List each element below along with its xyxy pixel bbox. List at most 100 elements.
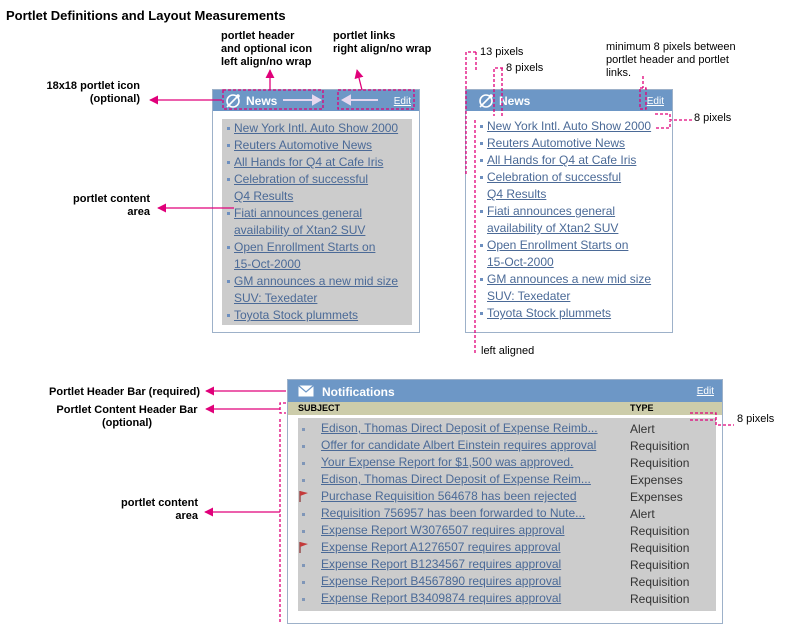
news-item-link[interactable]: All Hands for Q4 at Cafe Iris <box>234 155 384 169</box>
news-item-link[interactable]: Fiati announces general <box>487 204 616 218</box>
table-row: Expense Report B4567890 requires approva… <box>298 573 716 590</box>
news-item-link[interactable]: availability of Xtan2 SUV <box>487 221 619 235</box>
satellite-dish-icon <box>226 94 240 108</box>
notification-subject-link[interactable]: Purchase Requisition 564678 has been rej… <box>321 489 577 503</box>
annotation-13-pixels: 13 pixels <box>480 46 524 58</box>
bullet-icon <box>302 428 305 431</box>
news-edit-link[interactable]: Edit <box>646 96 664 107</box>
news-item[interactable]: All Hands for Q4 at Cafe Iris <box>226 154 398 171</box>
news-item-link[interactable]: Toyota Stock plummets <box>487 306 612 320</box>
notifications-edit-link[interactable]: Edit <box>696 386 714 397</box>
arrow-portlet-links <box>354 69 364 91</box>
news-item[interactable]: Open Enrollment Starts on <box>479 237 651 254</box>
notifications-title: Notifications <box>322 385 395 399</box>
news-item[interactable]: Celebration of successful <box>479 169 651 186</box>
notifications-portlet: Notifications Edit SUBJECT TYPE Edison, … <box>287 379 723 624</box>
column-header-subject[interactable]: SUBJECT <box>298 403 341 413</box>
annotation-portlet-header: portlet header and optional icon left al… <box>221 30 313 68</box>
bullet-icon <box>302 445 305 448</box>
news-portlet-title: News <box>246 94 278 108</box>
news-item-link[interactable]: Reuters Automotive News <box>487 136 626 150</box>
news-item[interactable]: availability of Xtan2 SUV <box>487 220 651 237</box>
annotation-8-pixels-indent: 8 pixels <box>506 62 544 74</box>
news-item-link[interactable]: GM announces a new mid size <box>487 272 652 286</box>
bullet-icon <box>302 564 305 567</box>
header-title-dashed-box <box>222 89 324 110</box>
news-item-link[interactable]: Celebration of successful <box>234 172 369 186</box>
notification-subject-link[interactable]: Edison, Thomas Direct Deposit of Expense… <box>321 472 591 486</box>
column-header-type[interactable]: TYPE <box>630 403 654 413</box>
notification-subject-link[interactable]: Edison, Thomas Direct Deposit of Expense… <box>321 421 598 435</box>
news-item[interactable]: SUV: Texedater <box>487 288 651 305</box>
notification-subject-link[interactable]: Expense Report W3076507 requires approva… <box>321 523 565 537</box>
news-item[interactable]: Fiati announces general <box>479 203 651 220</box>
notification-type: Alert <box>630 507 655 521</box>
notification-type: Expenses <box>630 473 683 487</box>
flag-icon <box>299 491 308 502</box>
notification-subject-link[interactable]: Offer for candidate Albert Einstein requ… <box>321 438 597 452</box>
news-edit-link[interactable]: Edit <box>393 96 411 107</box>
notification-type: Requisition <box>630 575 690 589</box>
news-item-link[interactable]: Fiati announces general <box>234 206 363 220</box>
news-item[interactable]: GM announces a new mid size <box>479 271 652 288</box>
news-item[interactable]: Open Enrollment Starts on <box>226 239 398 256</box>
news-item[interactable]: 15-Oct-2000 <box>487 254 651 271</box>
news-item-link[interactable]: New York Intl. Auto Show 2000 <box>487 119 652 133</box>
news-portlet-header: News Edit <box>466 90 672 111</box>
annotation-icon: 18x18 portlet icon (optional) <box>46 80 140 105</box>
news-item-link[interactable]: Reuters Automotive News <box>234 138 373 152</box>
news-item[interactable]: Toyota Stock plummets <box>226 307 398 324</box>
news-item-link[interactable]: Open Enrollment Starts on <box>487 238 629 252</box>
news-item-link[interactable]: SUV: Texedater <box>234 291 318 305</box>
news-item[interactable]: Celebration of successful <box>226 171 398 188</box>
news-item[interactable]: availability of Xtan2 SUV <box>234 222 398 239</box>
news-item[interactable]: Toyota Stock plummets <box>479 305 651 322</box>
notification-subject-link[interactable]: Expense Report B1234567 requires approva… <box>321 557 562 571</box>
news-item-link[interactable]: Q4 Results <box>234 189 294 203</box>
notification-subject-link[interactable]: Expense Report B3409874 requires approva… <box>321 591 562 605</box>
news-item-link[interactable]: Celebration of successful <box>487 170 622 184</box>
news-item[interactable]: GM announces a new mid size <box>226 273 399 290</box>
notification-subject-link[interactable]: Expense Report B4567890 requires approva… <box>321 574 562 588</box>
news-item[interactable]: All Hands for Q4 at Cafe Iris <box>479 152 651 169</box>
news-item[interactable]: Fiati announces general <box>226 205 398 222</box>
news-item-link[interactable]: Toyota Stock plummets <box>234 308 359 322</box>
annotation-min-gap: minimum 8 pixels between portlet header … <box>606 41 736 79</box>
news-item-link[interactable]: Q4 Results <box>487 187 547 201</box>
news-item-link[interactable]: 15-Oct-2000 <box>487 255 554 269</box>
notification-subject-link[interactable]: Expense Report A1276507 requires approva… <box>321 540 561 554</box>
notification-subject-link[interactable]: Requisition 756957 has been forwarded to… <box>321 506 586 520</box>
news-item-link[interactable]: All Hands for Q4 at Cafe Iris <box>487 153 637 167</box>
news-item[interactable]: Q4 Results <box>487 186 651 203</box>
news-item[interactable]: Reuters Automotive News <box>479 135 651 152</box>
bullet-icon <box>302 513 305 516</box>
notification-type: Requisition <box>630 524 690 538</box>
news-item-link[interactable]: Open Enrollment Starts on <box>234 240 376 254</box>
notification-type: Requisition <box>630 592 690 606</box>
news-item[interactable]: New York Intl. Auto Show 2000 <box>479 118 652 135</box>
notification-type: Requisition <box>630 541 690 555</box>
news-item[interactable]: Q4 Results <box>234 188 398 205</box>
news-item-link[interactable]: GM announces a new mid size <box>234 274 399 288</box>
bullet-icon <box>302 462 305 465</box>
table-row: Edison, Thomas Direct Deposit of Expense… <box>298 471 716 488</box>
news-item-link[interactable]: New York Intl. Auto Show 2000 <box>234 121 399 135</box>
news-item-link[interactable]: 15-Oct-2000 <box>234 257 301 271</box>
news-item[interactable]: Reuters Automotive News <box>226 137 398 154</box>
news-item[interactable]: New York Intl. Auto Show 2000 <box>226 120 399 137</box>
notifications-header: Notifications Edit <box>288 380 722 402</box>
news-item-link[interactable]: availability of Xtan2 SUV <box>234 223 366 237</box>
notification-subject-link[interactable]: Your Expense Report for $1,500 was appro… <box>321 455 574 469</box>
annotation-content-area-top: portlet content area <box>73 193 150 218</box>
news-item[interactable]: SUV: Texedater <box>234 290 398 307</box>
news-item-link[interactable]: SUV: Texedater <box>487 289 571 303</box>
notification-type: Expenses <box>630 490 683 504</box>
table-row: Expense Report A1276507 requires approva… <box>298 539 716 556</box>
header-links-dashed-box <box>337 89 415 110</box>
news-item[interactable]: 15-Oct-2000 <box>234 256 398 273</box>
